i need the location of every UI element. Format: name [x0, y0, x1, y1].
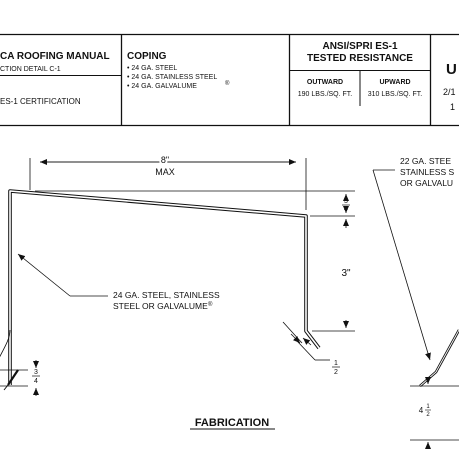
lip-dimension	[282, 321, 330, 361]
top-dimension	[29, 158, 307, 210]
title-block	[0, 33, 459, 127]
top-dimension-value: 8"	[161, 155, 169, 165]
dim-left-lip-den: 4	[34, 378, 38, 385]
outward-label: OUTWARD	[307, 79, 343, 86]
top-dimension-note: MAX	[155, 167, 175, 177]
section-item-2: • 24 GA. STAINLESS STEEL	[127, 74, 217, 81]
material-callout-2: STEEL OR GALVALUME	[113, 301, 208, 311]
section-item-3: • 24 GA. GALVALUME	[127, 83, 197, 90]
resistance-title-2: TESTED RESISTANCE	[307, 53, 413, 64]
dim-right-small-den: 4	[344, 206, 348, 213]
detail-ref: CTION DETAIL C-1	[0, 66, 61, 73]
upward-label: UPWARD	[379, 79, 410, 86]
manual-title: CA ROOFING MANUAL	[0, 51, 110, 62]
section-title: COPING	[127, 51, 167, 62]
upward-value: 310 LBS./SQ. FT.	[368, 91, 423, 98]
fabrication-heading: FABRICATION	[195, 417, 269, 429]
cleat-profile	[372, 169, 459, 449]
section-item-1: • 24 GA. STEEL	[127, 65, 177, 72]
cleat-callout-1: 22 GA. STEE	[400, 156, 451, 166]
dim-lip-den: 2	[334, 369, 338, 376]
dim-lip-num: 1	[334, 360, 338, 367]
left-lip-dimension	[0, 329, 39, 396]
material-leader	[17, 253, 108, 297]
cleat-dim-whole: 4	[419, 406, 424, 415]
dim-right-small-num: 3	[344, 198, 348, 205]
detail-date: 2/1	[443, 87, 456, 97]
cleat-callout-2: STAINLESS S	[400, 167, 454, 177]
detail-number: 1	[450, 102, 455, 112]
material-registered-mark: ®	[208, 301, 213, 308]
cleat-callout-3: OR GALVALU	[400, 178, 453, 188]
registered-mark: ®	[225, 80, 230, 87]
dim-left-lip-num: 3	[34, 369, 38, 376]
cleat-dim-den: 2	[426, 412, 430, 418]
cleat-dim-num: 1	[426, 404, 430, 410]
outward-value: 190 LBS./SQ. FT.	[298, 91, 353, 98]
right-dimensions	[35, 190, 355, 332]
dim-right-value: 3"	[341, 268, 351, 279]
detail-letter: U	[446, 61, 457, 78]
resistance-title-1: ANSI/SPRI ES-1	[322, 41, 397, 52]
material-callout-1: 24 GA. STEEL, STAINLESS	[113, 290, 220, 300]
certification-label: ES-1 CERTIFICATION	[0, 97, 81, 106]
